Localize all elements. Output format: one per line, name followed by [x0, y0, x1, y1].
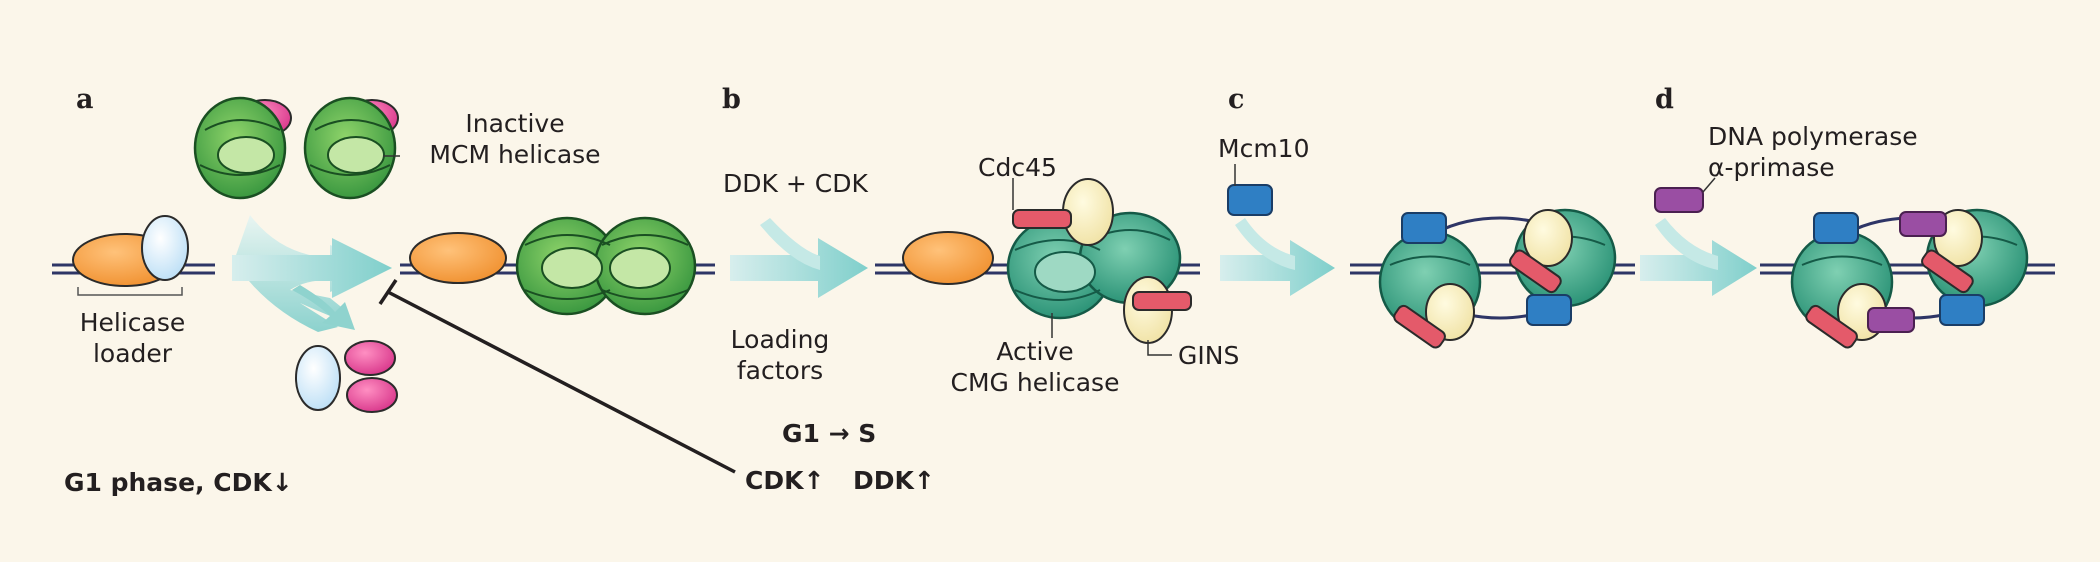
release-arrow-a [292, 285, 355, 330]
panel-label-a: a [76, 84, 94, 115]
arrow-c [1220, 240, 1335, 296]
helicase-loader-bracket [77, 287, 183, 296]
cdk-up-text: CDK [745, 466, 804, 495]
activation-arrow-b [730, 238, 868, 298]
up-arrow-icon-2: ↑ [913, 466, 935, 495]
cdk-inhibition-line [387, 290, 736, 474]
inactive-mcm-label: Inactive MCM helicase [425, 108, 605, 170]
loader-line-2: loader [92, 339, 173, 368]
cdk-inhibition-bar [378, 279, 398, 305]
helicase-loader-label: Helicase loader [65, 307, 200, 369]
dna-polymerase-label: DNA polymerase α-primase [1708, 121, 1918, 183]
mcm10-protein [1227, 184, 1273, 216]
arrow-c-top [1235, 218, 1295, 270]
pol-line-2: α-primase [1708, 153, 1835, 182]
cmg-helicase-b [1006, 178, 1192, 344]
ddk-up-text: DDK [853, 466, 914, 495]
primase-protein [1654, 187, 1704, 213]
helicase-loader [72, 215, 189, 287]
gins-leader [1147, 340, 1172, 356]
replication-bubble-c [1378, 208, 1617, 349]
ddk-cdk-label: DDK + CDK [723, 169, 868, 198]
g1-to-s-label: G1 → S [782, 419, 877, 448]
inactive-line-1: Inactive [465, 109, 565, 138]
released-loader [295, 340, 398, 413]
loading-line-2: factors [736, 356, 824, 385]
active-line-1: Active [996, 337, 1074, 366]
ddk-up-label: DDK↑ [853, 465, 935, 496]
cdk-up-label: CDK↑ [745, 465, 824, 496]
loaded-loader [409, 232, 507, 284]
gins-label: GINS [1178, 341, 1240, 370]
mcm10-label: Mcm10 [1218, 134, 1310, 163]
panel-label-d: d [1655, 84, 1674, 115]
replication-bubble-d [1790, 208, 2029, 349]
activation-arrow-b-top [760, 218, 820, 270]
active-line-2: CMG helicase [950, 368, 1120, 397]
inactive-mcm-helicase-2 [303, 96, 399, 200]
inactive-mcm-helicase-1 [193, 96, 292, 200]
pol-line-1: DNA polymerase [1708, 122, 1918, 151]
inactive-line-2: MCM helicase [429, 140, 601, 169]
primase-leader [1702, 177, 1716, 193]
up-arrow-icon: ↑ [803, 466, 825, 495]
panel-label-b: b [722, 84, 741, 115]
panel-label-c: c [1228, 84, 1245, 115]
loader-b [902, 231, 994, 285]
g1-phase-text: G1 phase, CDK [64, 468, 272, 497]
loading-arrow-a-main [232, 238, 392, 298]
mcm-double-hexamer [515, 216, 697, 316]
arrow-d-top [1655, 218, 1718, 270]
down-arrow-icon: ↓ [271, 468, 293, 497]
active-cmg-label: Active CMG helicase [945, 336, 1125, 398]
loading-factors-label: Loading factors [720, 324, 840, 386]
arrow-d [1640, 240, 1757, 296]
cdc45-label: Cdc45 [978, 153, 1057, 182]
g1-phase-label: G1 phase, CDK↓ [64, 467, 293, 498]
loading-line-1: Loading [730, 325, 830, 354]
loader-line-1: Helicase [79, 308, 186, 337]
